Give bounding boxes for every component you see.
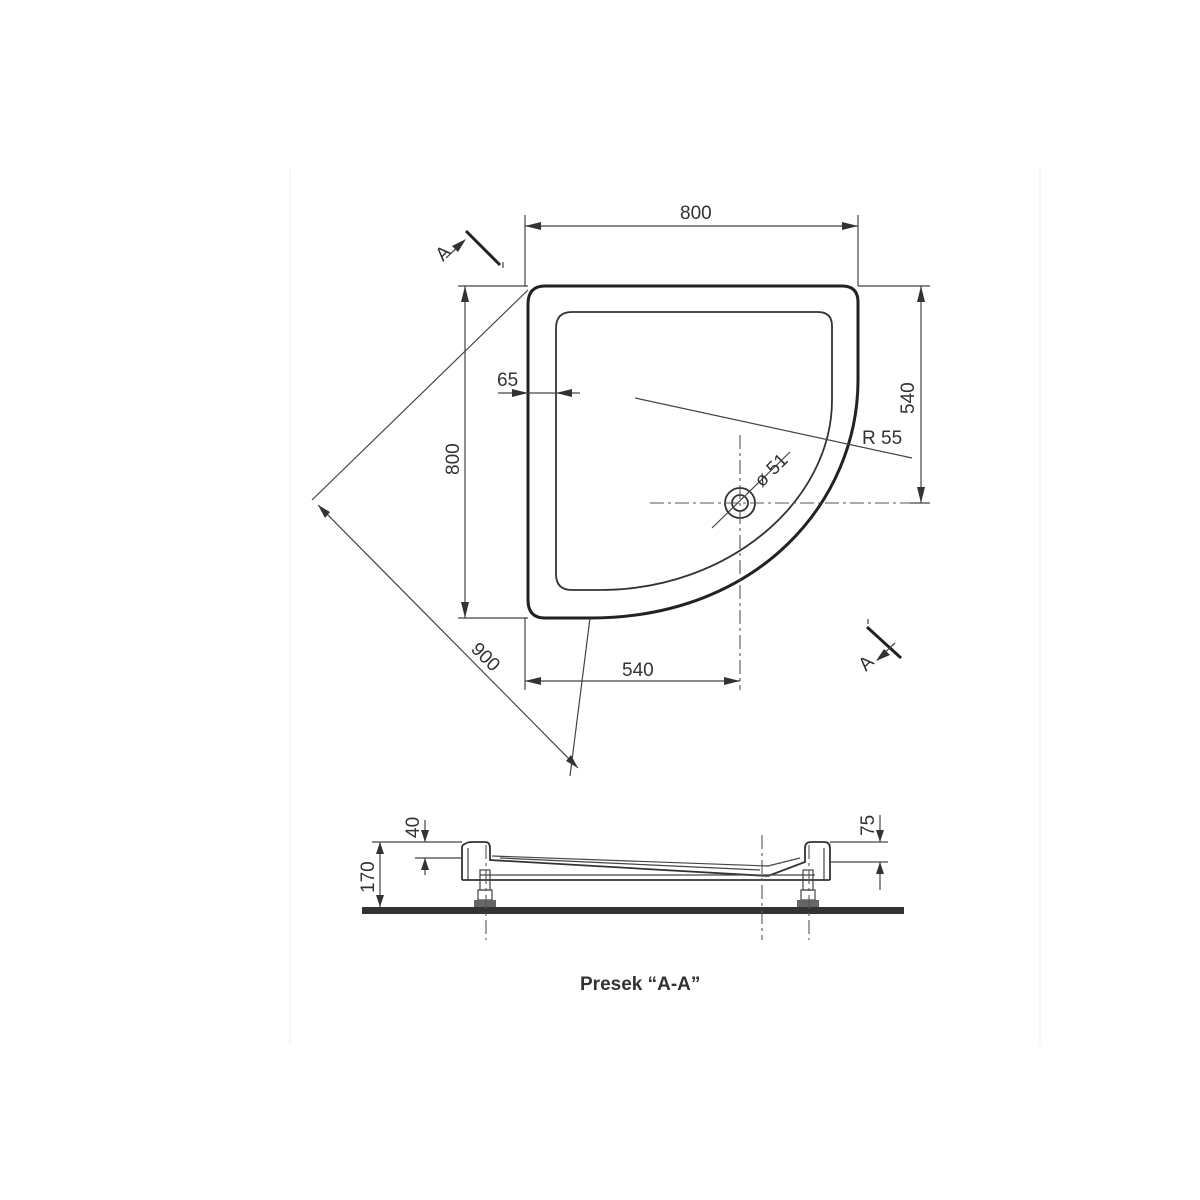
section-view: 40 170 75 Presek “A-A” <box>358 815 904 995</box>
dimension-rim-width: 65 <box>497 370 580 397</box>
drain-diameter-leader <box>711 451 791 529</box>
svg-text:900: 900 <box>466 639 503 676</box>
floor-line <box>362 907 904 914</box>
tray-inner-basin <box>555 311 833 591</box>
dimension-right-height: 75 <box>830 815 888 890</box>
support-feet <box>474 869 819 907</box>
svg-text:170: 170 <box>358 861 379 893</box>
dimension-total-height: 170 <box>358 841 415 907</box>
svg-text:A: A <box>855 651 879 675</box>
dimension-bottom-offset: 540 <box>524 618 740 690</box>
dimension-right-offset: 540 <box>858 285 930 504</box>
radius-label: R 55 <box>862 428 902 449</box>
tray-section-profile <box>461 841 831 881</box>
svg-text:40: 40 <box>403 817 424 838</box>
dimension-diagonal: 900 <box>311 289 591 777</box>
tray-outer-outline <box>526 284 860 620</box>
dimension-left-height: 800 <box>443 285 528 619</box>
svg-text:A: A <box>432 241 456 265</box>
svg-text:540: 540 <box>898 382 919 414</box>
section-caption: Presek “A-A” <box>580 974 700 995</box>
svg-text:800: 800 <box>443 443 464 475</box>
radius-leader <box>634 397 913 459</box>
dimension-top-width: 800 <box>524 203 859 286</box>
section-mark-bottom: A <box>855 619 903 676</box>
section-mark-top: A <box>432 229 504 268</box>
svg-text:540: 540 <box>622 660 654 681</box>
svg-text:65: 65 <box>497 370 518 391</box>
svg-text:800: 800 <box>680 203 712 224</box>
svg-text:75: 75 <box>858 815 879 836</box>
plan-view: ø 51 R 55 800 800 5 <box>311 203 930 777</box>
dimension-rim-height: 40 <box>403 817 462 875</box>
